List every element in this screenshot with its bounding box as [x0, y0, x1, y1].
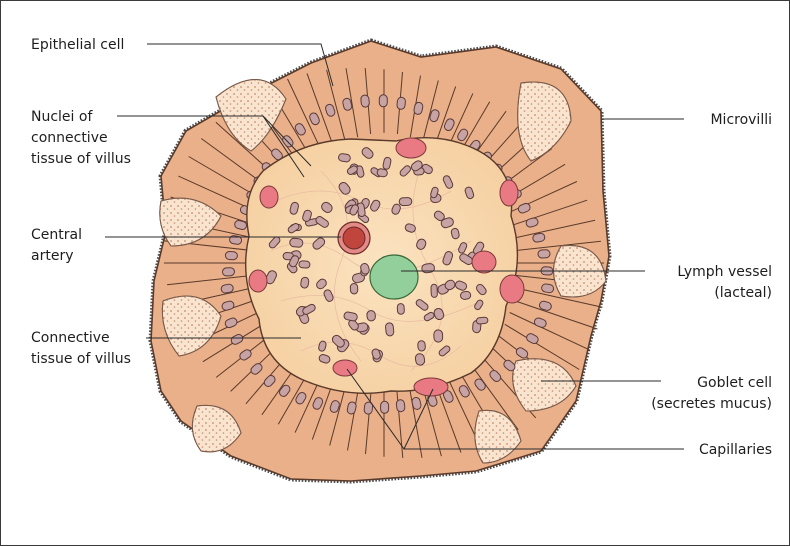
capillary — [500, 275, 524, 303]
epithelial-nucleus — [360, 95, 369, 108]
connective-nucleus — [434, 330, 443, 342]
label-capillaries: Capillaries — [699, 442, 772, 458]
capillary — [500, 180, 518, 206]
epithelial-nucleus — [381, 401, 389, 413]
capillary — [472, 251, 496, 273]
connective-nucleus — [460, 291, 471, 300]
epithelial-nucleus — [379, 95, 387, 107]
label-connective-line1: Connective — [31, 330, 110, 346]
capillary — [333, 360, 357, 376]
label-central-artery-line1: Central — [31, 227, 82, 243]
label-nuclei-line3: tissue of villus — [31, 151, 131, 167]
central-artery — [338, 222, 370, 254]
connective-nucleus — [366, 310, 375, 321]
connective-nucleus — [300, 277, 309, 289]
capillary — [260, 186, 278, 208]
connective-nucleus — [299, 261, 310, 269]
epithelial-nucleus — [397, 97, 406, 110]
connective-nucleus — [431, 284, 438, 297]
capillary — [249, 270, 267, 292]
connective-nucleus — [350, 283, 358, 294]
connective-nucleus — [385, 322, 394, 336]
label-goblet-line1: Goblet cell — [697, 375, 772, 391]
connective-nucleus — [399, 197, 412, 205]
label-lymph-line2: (lacteal) — [714, 285, 772, 301]
label-goblet-line2: (secretes mucus) — [651, 396, 772, 412]
epithelial-nucleus — [538, 250, 550, 259]
label-connective-line2: tissue of villus — [31, 351, 131, 367]
connective-nucleus — [476, 317, 488, 324]
lymph-vessel-lacteal — [370, 255, 418, 299]
label-epithelial-cell: Epithelial cell — [31, 37, 124, 53]
label-microvilli: Microvilli — [710, 112, 772, 128]
capillary — [396, 138, 426, 158]
epithelial-nucleus — [222, 267, 234, 276]
label-nuclei-line1: Nuclei of — [31, 109, 93, 125]
connective-nucleus — [421, 263, 435, 273]
epithelial-nucleus — [396, 399, 405, 412]
epithelial-nucleus — [225, 251, 237, 260]
connective-nucleus — [417, 340, 425, 351]
label-central-artery-line2: artery — [31, 248, 73, 264]
label-lymph-line1: Lymph vessel — [677, 264, 772, 280]
connective-nucleus — [289, 238, 303, 248]
label-nuclei-line2: connective — [31, 130, 108, 146]
connective-nucleus — [397, 303, 404, 314]
